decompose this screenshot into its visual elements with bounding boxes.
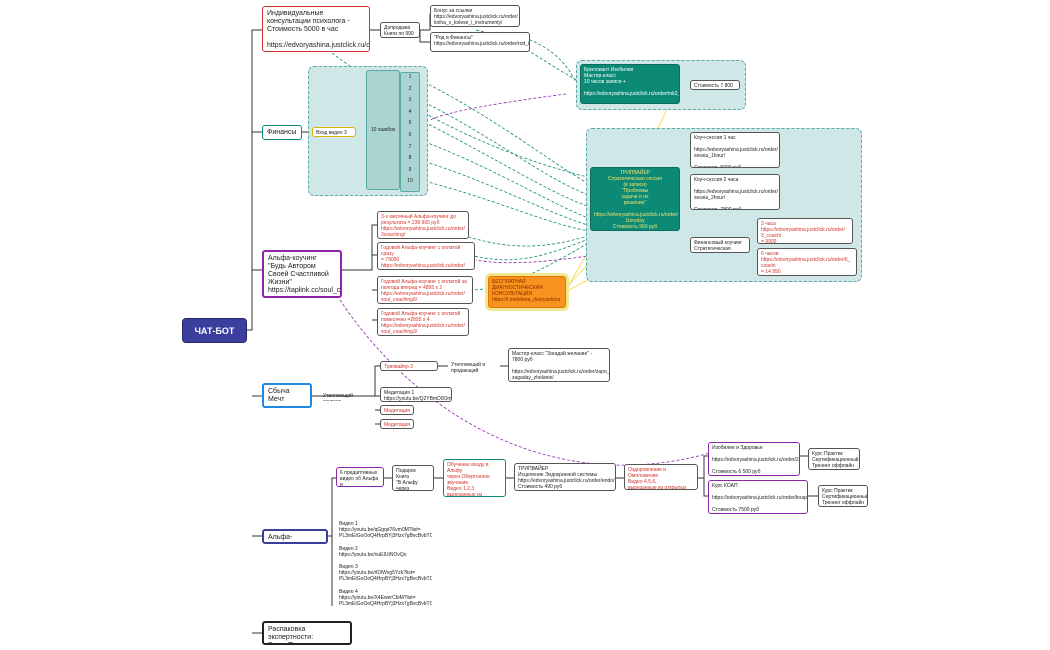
node-cert-2[interactable]: Курс Практик Сертификационный Тренинг оф… (818, 485, 868, 507)
node-6-videos[interactable]: 6 предаптивных видео об Альфа и Оберточк… (336, 467, 384, 487)
finance-number-item: 6 (408, 132, 412, 138)
node-selling-content[interactable]: Утепляющий и продающий контент (451, 362, 486, 374)
branch-unpacking[interactable]: Распаковка экспертности: Ваше Предназнач… (262, 621, 352, 645)
node-masterclass[interactable]: Бриллиант Изобилия Мастер-класс 10 часов… (580, 64, 680, 104)
finance-number-item: 2 (408, 85, 412, 92)
node-video-3[interactable]: Видео 3 https://youtu.be/rlDlWvg5Yzk?lis… (339, 564, 432, 582)
branch-finance[interactable]: Финансы (262, 125, 302, 140)
branch-alpha-state[interactable]: Альфа-состояние (262, 529, 328, 544)
node-healing-videos[interactable]: Оздоровление и Омоложение Видео 4,5,6, в… (624, 464, 698, 490)
node-coaching-6h[interactable]: 6 часов https://edvoryashina.justclick.r… (757, 248, 857, 276)
finance-number-item: 8 (408, 155, 412, 162)
node-alpha-training[interactable]: Обучение входу в Альфу через Обертонное … (443, 459, 506, 497)
node-fin-coaching[interactable]: Финансовый коучинг Стратегическая сессия (690, 237, 750, 253)
node-meditation-2[interactable]: Медитация 2 (380, 405, 414, 415)
alpha-coaching-year-monthly[interactable]: Годовой Альфа-коучинг с оплатой помесячн… (377, 308, 469, 336)
alpha-coaching-year-full[interactable]: Годовой Альфа-коучинг с оплатой сразу = … (377, 242, 475, 270)
node-abundance-course[interactable]: Изобилие и Здоровье https://edvoryashina… (708, 442, 800, 476)
node-gift-book[interactable]: Подарок Книга "В Альфу через Обертоны (392, 465, 434, 491)
branch-consult[interactable]: Индивидуальные консультации психолога - … (262, 6, 370, 52)
finance-number-item: 4 (408, 108, 412, 115)
node-video-4[interactable]: Видео 4 https://youtu.be/X4EwerCbiM?list… (339, 589, 432, 607)
node-masterclass-price[interactable]: Стоимость 7 800 руб. (690, 80, 740, 90)
node-meditation-1[interactable]: Медитация 1 https://youtu.be/Q2YBmD0OmjM (380, 387, 452, 402)
node-koap-course[interactable]: Курс КОАП https://edvoryashina.justclick… (708, 480, 808, 514)
node-session-2h[interactable]: Коуч-сессия 2 часа https://edvoryashina.… (690, 174, 780, 210)
finance-number-item: 3 (408, 97, 412, 104)
node-video-2[interactable]: Видео 2 https://youtu.be/nuEIUtNOvQo (339, 546, 407, 558)
node-free-consult[interactable]: БЕСПЛАТНАЯ ДИАГНОСТИЧЕСКАЯ КОНСУЛЬТАЦИЯ … (488, 276, 566, 308)
node-cert-1[interactable]: Курс Практик Сертификационный Тренинг оф… (808, 448, 860, 470)
finance-number-item: 9 (408, 166, 412, 173)
node-session-1h[interactable]: Коуч-сессия 1 час https://edvoryashina.j… (690, 132, 780, 168)
node-coaching-3h[interactable]: 3 часа https://edvoryashina.justclick.ru… (757, 218, 853, 244)
finance-number-item: 10 (407, 178, 413, 185)
node-book-upsell[interactable]: Допродажа Книги по 990 руб (380, 22, 420, 38)
node-endocrine-tripwire[interactable]: ТРИПВАЙЕР Исцеление Эндокринной системы … (514, 463, 616, 491)
node-warm-content[interactable]: Утепляющий контент (323, 393, 353, 401)
node-dream-masterclass[interactable]: Мастер-класс "Загадай желание" - 7800 ру… (508, 348, 610, 382)
node-video-1[interactable]: Видео 1 https://youtu.be/qGgqd76vm0M?lis… (339, 521, 432, 539)
root-node[interactable]: ЧАТ-БОТ (183, 319, 246, 342)
node-finance-video[interactable]: Вход видео 3 мин (312, 127, 356, 137)
finance-number-item: 1 (408, 74, 412, 80)
node-book-1[interactable]: Бонус за ссылки https://edvoryashina.jus… (430, 5, 520, 27)
finance-number-item: 7 (408, 143, 412, 150)
branch-alpha-coaching[interactable]: Альфа-коучинг "Будь Автором Своей Счастл… (262, 250, 342, 298)
node-10-errors[interactable]: 10 ошибок (366, 70, 400, 190)
finance-numbers: 1 2 3 4 5 6 7 8 9 10 (400, 72, 420, 192)
node-meditation-3[interactable]: Медитация 3 (380, 419, 414, 429)
node-3-meditations[interactable]: Трипвайер 3 медитации (380, 361, 438, 371)
branch-dream[interactable]: Сбыча Мечт (262, 383, 312, 408)
finance-number-item: 5 (408, 120, 412, 127)
node-tripwire[interactable]: ТРИПВАЙЕР Стратегическая сессия (в запис… (590, 167, 680, 231)
alpha-coaching-year-half[interactable]: Годовой Альфа-коучинг с оплатой за полго… (377, 276, 473, 304)
node-book-2[interactable]: "Род и Финансы" https://edvoryashina.jus… (430, 32, 530, 52)
alpha-coaching-3month[interactable]: 3-х месячный Альфа-коучинг до результата… (377, 211, 469, 239)
